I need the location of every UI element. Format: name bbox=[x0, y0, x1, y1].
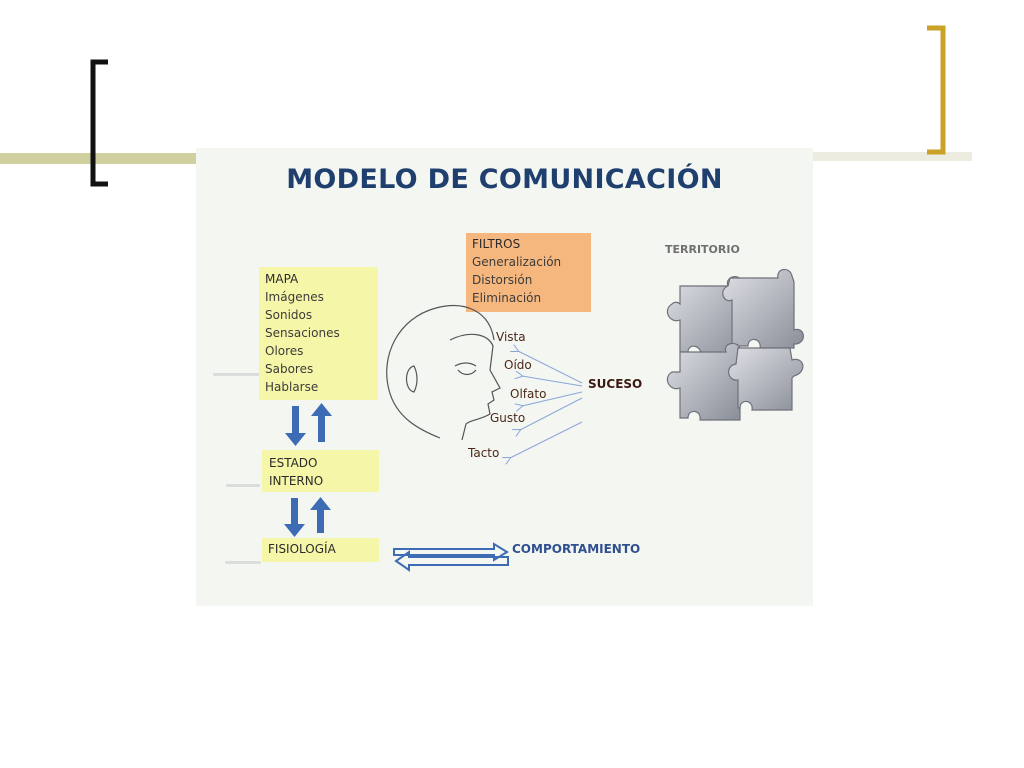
sense-arrows bbox=[510, 351, 583, 458]
arrow-down-icon bbox=[284, 498, 305, 537]
mapa-shadow bbox=[213, 373, 261, 376]
fisiologia-label: FISIOLOGÍA bbox=[268, 542, 336, 556]
arrow-up-icon bbox=[311, 403, 332, 442]
arrow-down-icon bbox=[285, 406, 306, 446]
puzzle-icon bbox=[666, 268, 804, 421]
puzzle-piece-icon bbox=[728, 347, 804, 411]
fisiologia-comportamiento-arrows bbox=[393, 542, 509, 572]
puzzle-piece-icon bbox=[722, 268, 804, 349]
right-accent-band bbox=[812, 152, 972, 161]
mapa-item: Olores bbox=[265, 344, 304, 358]
mapa-header: MAPA bbox=[265, 272, 299, 286]
fisiologia-shadow bbox=[225, 561, 261, 564]
head-illustration bbox=[386, 304, 501, 441]
puzzle-piece-icon bbox=[666, 342, 741, 421]
estado-fisiologia-arrows bbox=[284, 497, 331, 537]
sense-oido: Oído bbox=[504, 358, 532, 372]
diagram-title: MODELO DE COMUNICACIÓN bbox=[286, 164, 723, 195]
estado-interno-box: ESTADO INTERNO bbox=[262, 450, 379, 492]
sense-tacto: Tacto bbox=[468, 446, 500, 460]
filtros-item: Distorsión bbox=[472, 273, 533, 287]
suceso-label: SUCESO bbox=[588, 377, 643, 391]
sense-vista: Vista bbox=[496, 330, 526, 344]
mapa-item: Sabores bbox=[265, 362, 314, 376]
fisiologia-box: FISIOLOGÍA bbox=[262, 538, 379, 562]
mapa-item: Imágenes bbox=[265, 290, 324, 304]
interno-line: INTERNO bbox=[269, 474, 324, 488]
mapa-item: Sonidos bbox=[265, 308, 313, 322]
sense-gusto: Gusto bbox=[490, 411, 526, 425]
filtros-item: Generalización bbox=[472, 255, 562, 269]
estado-line: ESTADO bbox=[269, 456, 318, 470]
filtros-item: Eliminación bbox=[472, 291, 542, 305]
sense-olfato: Olfato bbox=[510, 387, 547, 401]
filtros-box: FILTROS Generalización Distorsión Elimin… bbox=[466, 233, 591, 312]
territorio-label: TERRITORIO bbox=[665, 243, 740, 256]
mapa-estado-arrows bbox=[285, 403, 332, 446]
arrow-up-icon bbox=[310, 497, 331, 533]
left-bracket bbox=[90, 59, 108, 187]
arrow-left-icon bbox=[394, 550, 509, 572]
comportamiento-label: COMPORTAMIENTO bbox=[512, 542, 641, 556]
right-bracket bbox=[927, 25, 946, 155]
filtros-header: FILTROS bbox=[472, 237, 521, 251]
left-accent-band bbox=[0, 153, 198, 164]
mapa-item: Hablarse bbox=[265, 380, 319, 394]
estado-shadow bbox=[226, 484, 260, 487]
mapa-item: Sensaciones bbox=[265, 326, 340, 340]
mapa-box: MAPA Imágenes Sonidos Sensaciones Olores… bbox=[259, 267, 378, 400]
